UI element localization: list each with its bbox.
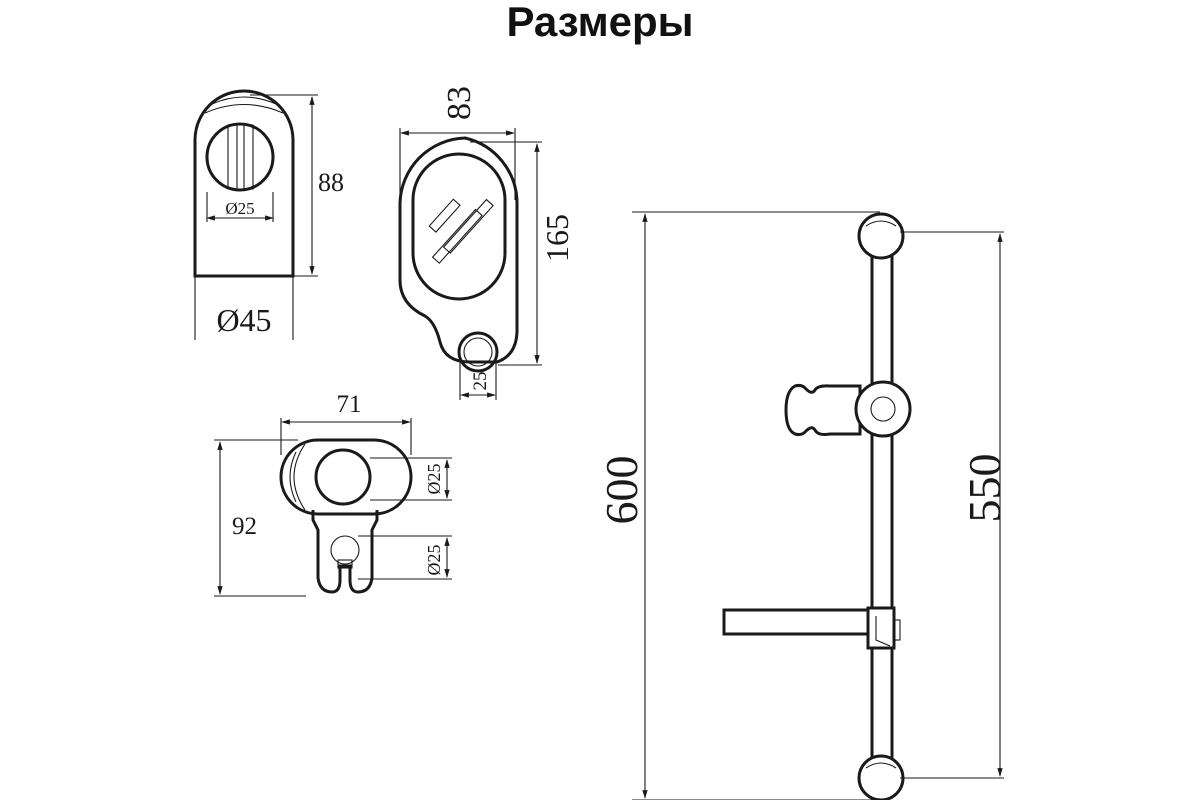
bracket-height-label: 92 <box>232 513 257 540</box>
soap-dish-outer <box>398 136 519 364</box>
wall-holder-drawing: Ø25 88 Ø45 <box>193 89 344 340</box>
holder-body <box>193 89 295 278</box>
soap-dish-inner <box>411 152 507 301</box>
page-title: Размеры <box>506 0 694 45</box>
bar-top-mount <box>857 212 905 260</box>
holder-knob <box>205 122 275 192</box>
slider-ring <box>854 380 912 438</box>
holder-height-label: 88 <box>318 168 344 197</box>
bracket-body <box>279 438 413 516</box>
bracket-width-label: 71 <box>337 391 362 418</box>
bracket-knob <box>314 448 372 506</box>
sliding-bar <box>870 243 894 777</box>
soap-dish-drawing: 83 165 25 <box>398 86 575 400</box>
soap-dish-clip <box>866 606 896 650</box>
shower-bracket-drawing: 71 92 Ø25 Ø25 <box>214 391 452 597</box>
soap-height-label: 165 <box>539 214 575 262</box>
slider-holder <box>784 383 862 437</box>
soap-width-label: 83 <box>441 86 478 120</box>
soap-dish-clamp <box>457 331 499 373</box>
bar-total-length-label: 600 <box>596 456 647 525</box>
drain-slots <box>428 198 494 264</box>
bracket-bore-top-label: Ø25 <box>424 464 444 495</box>
shower-bar-drawing: 600 550 <box>596 211 1010 800</box>
holder-bore-label: Ø25 <box>225 199 254 218</box>
soap-bore-label: 25 <box>470 372 491 391</box>
holder-diameter-label: Ø45 <box>216 302 271 338</box>
bracket-bore-bottom-label: Ø25 <box>424 545 444 576</box>
bar-center-distance-label: 550 <box>959 454 1010 523</box>
bracket-hook <box>311 510 379 594</box>
soap-dish-side <box>722 608 870 636</box>
